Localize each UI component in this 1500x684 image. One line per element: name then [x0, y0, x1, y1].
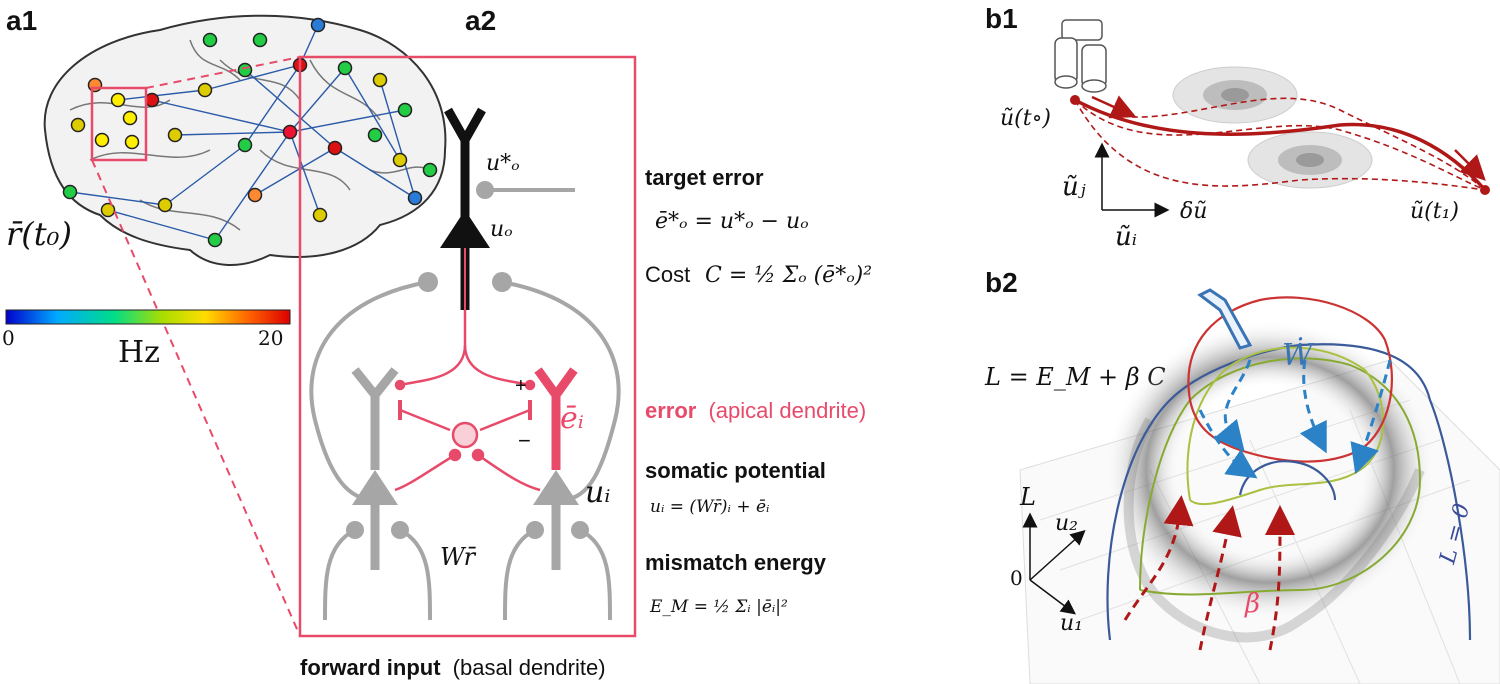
wdot-label: Ẇ	[1282, 337, 1315, 373]
panel-label-a1: a1	[6, 5, 37, 36]
panel-label-b2: b2	[985, 267, 1018, 298]
end-point	[1480, 185, 1490, 195]
somatic-title: somatic potential	[645, 458, 826, 483]
b2-axes	[1022, 512, 1086, 615]
end-label: ũ(t₁)	[1410, 199, 1459, 224]
mismatch-title: mismatch energy	[645, 550, 827, 575]
colorbar-unit-label: Hz	[118, 335, 160, 370]
error-label: ēᵢ	[560, 401, 584, 436]
target-synapse	[476, 181, 575, 199]
colorbar	[5, 309, 291, 325]
connectivity-network	[69, 24, 416, 241]
error-note: (apical dendrite)	[708, 398, 866, 423]
forward-line: forward input (basal dendrite)	[300, 655, 606, 680]
feedback-loops	[309, 272, 621, 502]
axis-x-label: ũᵢ	[1115, 222, 1137, 252]
somatic-eq: uᵢ = (Wr̄)ᵢ + ēᵢ	[650, 497, 769, 517]
zoom-box	[90, 86, 148, 162]
output-label: uₒ	[490, 217, 513, 242]
zoom-line-top	[145, 56, 301, 89]
error-title: error	[645, 398, 697, 423]
descent-arrow-icon	[1197, 288, 1253, 350]
start-label: ũ(t∘)	[1000, 106, 1051, 131]
cost-eq: C = ½ Σₒ (ē*ₒ)²	[705, 263, 872, 288]
red-flow-arrows	[1123, 495, 1295, 651]
target-error-title: target error	[645, 165, 764, 190]
colorbar-min-label: 0	[2, 326, 15, 350]
mismatch-eq: E_M = ½ Σᵢ |ēᵢ|²	[649, 597, 788, 617]
b1-axes	[1094, 142, 1170, 218]
error-circuit	[394, 310, 541, 492]
axis-u1-label: u₁	[1060, 611, 1083, 636]
left-neuron	[351, 367, 399, 570]
delta-label: δũ	[1180, 199, 1207, 224]
axis-u2-label: u₂	[1055, 511, 1078, 536]
target-error-eq: ē*ₒ = u*ₒ − uₒ	[655, 209, 809, 234]
output-neuron	[440, 107, 490, 310]
axis-L-label: L	[1019, 483, 1036, 511]
input-label: Wr̄	[440, 543, 477, 571]
start-point	[1070, 95, 1080, 105]
forward-synapses	[323, 521, 612, 621]
soma-label: uᵢ	[585, 475, 610, 510]
panel-label-b1: b1	[985, 3, 1018, 34]
error-title-line: error (apical dendrite)	[645, 398, 866, 423]
binoculars-icon	[1054, 19, 1107, 93]
forward-title: forward input	[300, 655, 441, 680]
zoom-panel-frame	[298, 55, 637, 638]
zoom-line-bottom	[91, 159, 301, 637]
target-label: u*ₒ	[486, 151, 520, 176]
minus-sign: −	[518, 428, 531, 453]
right-neuron	[533, 367, 579, 570]
uncertainty-blobs	[1172, 66, 1373, 189]
colorbar-max-label: 20	[258, 326, 283, 350]
panel-label-a2: a2	[465, 5, 496, 36]
trajectories	[1074, 95, 1487, 192]
origin-label: 0	[1010, 566, 1023, 590]
cost-word: Cost	[645, 262, 690, 287]
blue-flow-arrows	[1198, 359, 1392, 479]
forward-note: (basal dendrite)	[453, 655, 606, 680]
rate-label: r̄(t₀)	[6, 215, 72, 253]
axis-y-label: ũⱼ	[1062, 172, 1086, 202]
beta-label: β	[1244, 589, 1260, 619]
plus-sign: +	[515, 375, 527, 397]
